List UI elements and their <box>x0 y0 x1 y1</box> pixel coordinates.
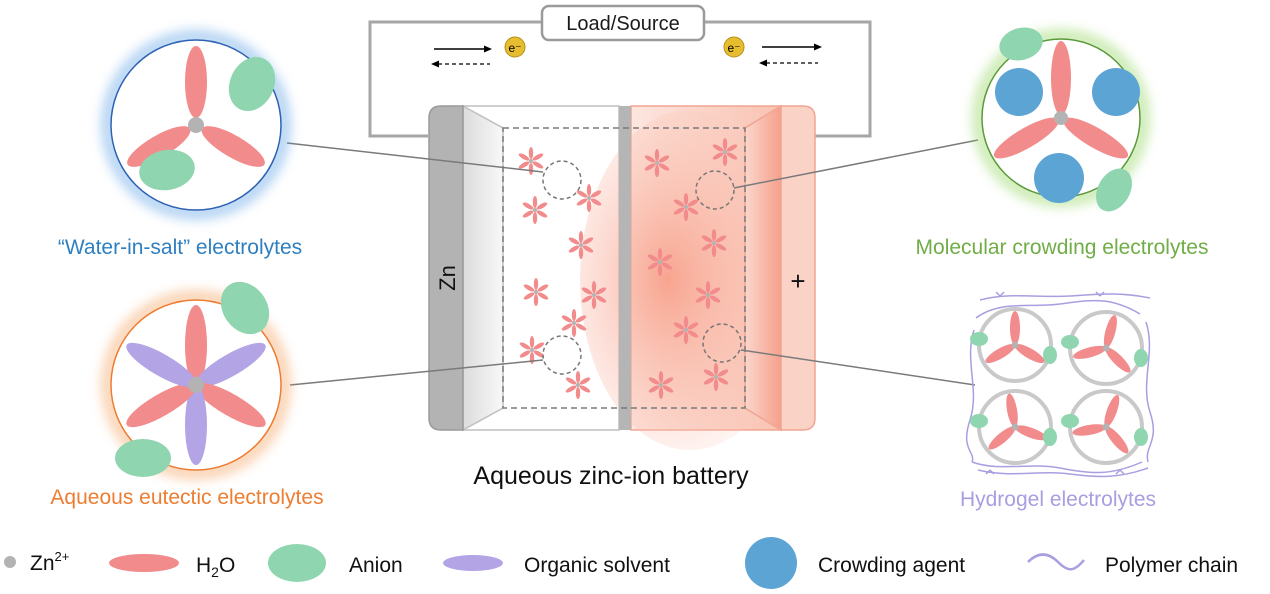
battery-title: Aqueous zinc-ion battery <box>473 462 749 490</box>
eutectic-illustration <box>102 281 290 479</box>
legend: Zn2+ H2O Anion Organic solvent Crowding … <box>4 537 1238 589</box>
hydrated-zn-ion <box>701 229 727 257</box>
hydrogel-cell <box>1061 310 1148 386</box>
battery: Zn + Aqueous zinc-ion battery <box>428 104 816 490</box>
zoom-circle-molecular-crowding <box>695 170 735 210</box>
hydrated-zn-ion <box>695 281 721 309</box>
hydrated-zn-ion <box>703 363 729 391</box>
zn-anode <box>428 105 464 431</box>
external-circuit: Load/Source e⁻ e⁻ <box>368 4 872 138</box>
eutectic-label: Aqueous eutectic electrolytes <box>50 486 323 509</box>
hydrated-zn-ion <box>523 278 549 306</box>
svg-text:H2O: H2O <box>196 554 235 580</box>
hydrogel-label: Hydrogel electrolytes <box>960 488 1156 511</box>
zoom-circle-hydrogel <box>702 323 742 363</box>
cathode <box>780 105 816 431</box>
legend-polymer-chain: Polymer chain <box>1027 553 1238 577</box>
electron-icon-right: e⁻ <box>723 36 745 58</box>
electron-icon-left: e⁻ <box>504 36 526 58</box>
separator <box>619 106 631 430</box>
legend-h2o: H2O <box>109 554 235 580</box>
load-source-label: Load/Source <box>566 13 679 35</box>
legend-organic-solvent: Organic solvent <box>443 554 670 577</box>
hydrated-zn-ion <box>522 196 548 224</box>
connector-lines <box>286 139 979 386</box>
hydrogel-cell <box>970 389 1057 465</box>
water-in-salt-illustration <box>102 31 290 219</box>
zoom-circle-water-in-salt <box>542 160 582 200</box>
cathode-side-wall <box>744 104 782 432</box>
svg-text:Anion: Anion <box>349 554 403 577</box>
molecular-crowding-illustration <box>973 27 1149 212</box>
water-in-salt-label: “Water-in-salt” electrolytes <box>58 236 302 259</box>
hydrated-zn-ion <box>648 371 674 399</box>
hydrated-zn-ion <box>647 248 673 276</box>
svg-text:Polymer chain: Polymer chain <box>1105 554 1238 577</box>
hydrated-zn-ion <box>712 138 738 166</box>
hydrated-zn-ion <box>581 281 607 309</box>
legend-anion: Anion <box>268 544 403 582</box>
hydrated-zn-ion <box>561 309 587 337</box>
hydrated-zn-ion <box>565 371 591 399</box>
legend-zn: Zn2+ <box>4 549 69 575</box>
molecular-crowding-label: Molecular crowding electrolytes <box>916 236 1209 259</box>
svg-text:e⁻: e⁻ <box>727 41 740 55</box>
hydrogel-cell <box>1061 389 1148 465</box>
anode-label: Zn <box>435 265 460 291</box>
hydrogel-illustration <box>965 291 1155 478</box>
hydrated-zn-ion <box>673 316 699 344</box>
svg-text:Zn2+: Zn2+ <box>30 549 69 575</box>
svg-text:Crowding agent: Crowding agent <box>818 554 965 577</box>
hydrogel-cell <box>970 307 1057 383</box>
svg-text:e⁻: e⁻ <box>508 41 521 55</box>
svg-text:Organic solvent: Organic solvent <box>524 554 670 577</box>
hydrated-zn-ion <box>518 147 544 175</box>
hydrated-zn-ion <box>644 149 670 177</box>
hydrated-zn-ions <box>518 138 738 399</box>
cathode-label: + <box>790 266 805 296</box>
hydrated-zn-ion <box>576 184 602 212</box>
legend-crowding-agent: Crowding agent <box>745 537 965 589</box>
hydrated-zn-ion <box>673 193 699 221</box>
hydrated-zn-ion <box>568 231 594 259</box>
zoom-circle-eutectic <box>542 335 582 375</box>
load-source-box <box>540 4 706 42</box>
